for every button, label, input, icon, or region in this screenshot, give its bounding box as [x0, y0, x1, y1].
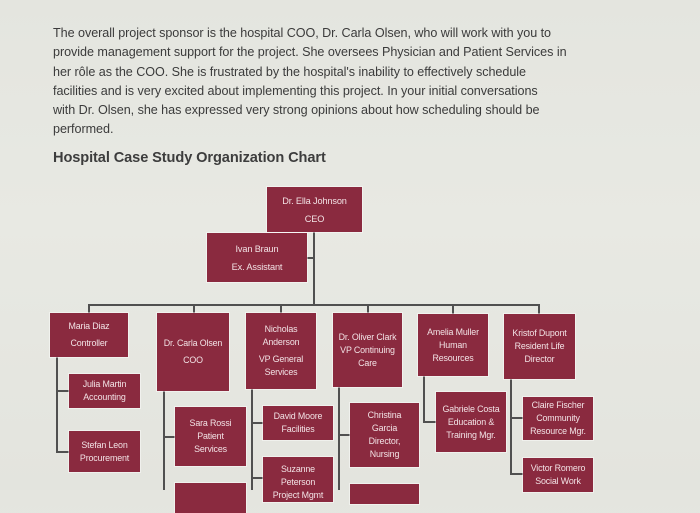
person-title: Patient Services [194, 431, 227, 454]
connector-line [89, 304, 540, 306]
connector-line [423, 421, 436, 423]
org-box-resident-life-director: Kristof Dupont Resident Life Director [504, 314, 575, 379]
connector-line [452, 304, 454, 314]
org-box-project-management: Suzanne Peterson Project Mgmt [263, 457, 333, 502]
person-title: CEO [304, 213, 325, 224]
org-box-education-training: Gabriele Costa Education & Training Mgr. [436, 392, 506, 452]
person-name: Ivan Braun [235, 243, 279, 254]
person-name: Suzanne Peterson [280, 464, 316, 487]
connector-line [313, 232, 315, 305]
person-name: Dr. Oliver Clark [338, 331, 397, 342]
person-title: VP General Services [258, 354, 304, 377]
org-box-facilities: David Moore Facilities [263, 406, 333, 440]
org-box-community-resource: Claire Fischer Community Resource Mgr. [523, 397, 593, 440]
connector-line [193, 304, 195, 313]
org-box-vp-general-services: Nicholas Anderson VP General Services [246, 313, 316, 389]
person-name: Dr. Carla Olsen [163, 338, 223, 348]
connector-line [251, 477, 263, 479]
paragraph-line: performed. [53, 122, 114, 137]
person-title: Resident Life Director [514, 341, 565, 364]
person-name: David Moore [273, 411, 323, 421]
org-box-executive-assistant: Ivan Braun Ex. Assistant [207, 233, 307, 282]
person-name: Kristof Dupont [512, 328, 567, 338]
connector-line [510, 379, 512, 475]
connector-line [338, 434, 350, 436]
person-title: Procurement [79, 452, 130, 463]
person-name: Claire Fischer [531, 400, 585, 410]
person-name: Sara Rossi [189, 418, 232, 428]
paragraph-line: her rôle as the COO. She is frustrated b… [53, 64, 526, 79]
org-box-human-resources: Amelia Muller Human Resources [418, 314, 488, 376]
paragraph-line: with Dr. Olsen, she has expressed very s… [53, 103, 540, 118]
paragraph-line: facilities and is very excited about imp… [53, 83, 538, 98]
person-name: Dr. Ella Johnson [282, 195, 347, 206]
person-name: Amelia Muller [427, 326, 479, 337]
person-title: Social Work [535, 476, 581, 486]
connector-line [367, 304, 369, 313]
org-box-clipped [175, 483, 246, 513]
person-name: Stefan Leon [81, 439, 128, 450]
person-title: Project Mgmt [272, 490, 324, 500]
person-name: Julia Martin [82, 379, 127, 389]
person-name: Victor Romero [530, 463, 586, 473]
person-title: Ex. Assistant [231, 261, 283, 272]
person-title: Human Resources [432, 339, 474, 363]
org-box-ceo: Dr. Ella Johnson CEO [267, 187, 362, 232]
connector-line [423, 376, 425, 423]
person-title: Education & Training Mgr. [446, 416, 496, 440]
connector-line [338, 387, 340, 490]
person-title: Accounting [83, 392, 126, 402]
connector-line [510, 417, 523, 419]
person-title: VP Continuing Care [340, 344, 395, 368]
person-title: Controller [70, 338, 108, 348]
person-title: COO [183, 355, 203, 365]
person-name: Christina Garcia [367, 410, 402, 433]
org-box-director-nursing: Christina Garcia Director, Nursing [350, 403, 419, 467]
connector-line [163, 436, 175, 438]
org-box-accounting: Julia Martin Accounting [69, 374, 140, 408]
connector-line [510, 473, 523, 475]
connector-line [538, 304, 540, 314]
connector-line [251, 389, 253, 490]
document-page: The overall project sponsor is the hospi… [50, 24, 673, 513]
connector-line [56, 451, 69, 453]
org-box-patient-services: Sara Rossi Patient Services [175, 407, 246, 466]
connector-line [280, 304, 282, 313]
person-title: Community Resource Mgr. [530, 413, 586, 436]
connector-line [251, 422, 263, 424]
org-box-procurement: Stefan Leon Procurement [69, 431, 140, 472]
connector-line [163, 391, 165, 490]
connector-line [56, 357, 58, 452]
org-box-vp-continuing-care: Dr. Oliver Clark VP Continuing Care [333, 313, 402, 387]
person-name: Gabriele Costa [442, 403, 500, 414]
org-box-social-work: Victor Romero Social Work [523, 458, 593, 492]
org-box-coo: Dr. Carla Olsen COO [157, 313, 229, 391]
person-name: Nicholas Anderson [262, 324, 300, 347]
person-title: Director, Nursing [368, 436, 401, 459]
connector-line [56, 390, 69, 392]
intro-paragraph: The overall project sponsor is the hospi… [53, 24, 673, 140]
section-heading: Hospital Case Study Organization Chart [53, 150, 326, 166]
connector-line [88, 304, 90, 313]
org-chart: Dr. Ella Johnson CEO Ivan Braun Ex. Assi… [50, 187, 593, 513]
person-name: Maria Diaz [68, 321, 110, 331]
org-box-controller: Maria Diaz Controller [50, 313, 128, 357]
paragraph-line: provide management support for the proje… [53, 45, 567, 60]
person-title: Facilities [281, 424, 315, 434]
paragraph-line: The overall project sponsor is the hospi… [53, 26, 552, 40]
connector-line [307, 257, 314, 259]
org-box-clipped [350, 484, 419, 504]
